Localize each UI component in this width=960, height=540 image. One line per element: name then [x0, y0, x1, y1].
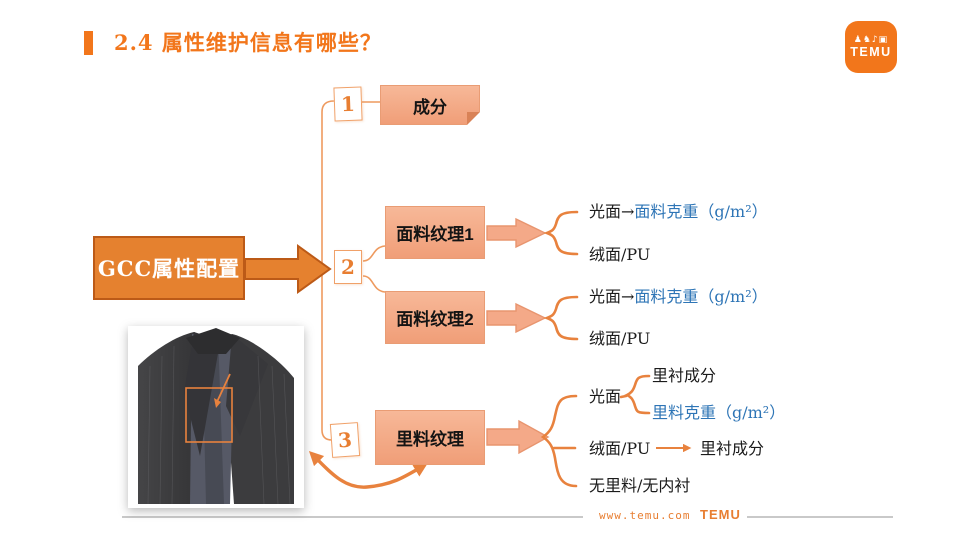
footer-brand: TEMU	[700, 507, 741, 522]
node-fabric-texture-2: 面料纹理2	[385, 291, 485, 344]
leaf-lining-composition-2: 里衬成分	[700, 439, 765, 458]
leaf-fabric1-suede: 绒面/PU	[589, 245, 651, 264]
title-accent-bar	[84, 31, 93, 55]
branch-number-1: 1	[333, 86, 363, 122]
leaf-text: 光面→	[589, 287, 635, 306]
leaf-fabric2-smooth: 光面→面料克重（g/m²）	[589, 288, 768, 306]
leaf-fabric2-suede: 绒面/PU	[589, 329, 651, 348]
temu-logo: ♟♞♪▣ TEMU	[845, 21, 897, 73]
suit-jacket-photo	[128, 326, 304, 508]
footer-divider-left	[122, 516, 583, 518]
leaf-lining-suede: 绒面/PU	[589, 439, 651, 458]
leaf-text: 光面→	[589, 202, 635, 221]
node-composition: 成分	[380, 85, 480, 125]
jacket-right-lapel	[226, 334, 268, 436]
leaf-lining-smooth: 光面	[589, 387, 622, 406]
leaf-lining-composition-1: 里衬成分	[652, 366, 717, 385]
jacket-reference-arrow	[308, 450, 428, 489]
leaf-no-lining: 无里料/无内衬	[589, 476, 691, 495]
jacket-left-lapel	[184, 332, 220, 456]
root-arrow	[244, 244, 332, 294]
leaf-lining-weight: 里料克重（g/m²）	[652, 403, 786, 422]
leaf-link-text: 面料克重（g/m²）	[634, 287, 768, 306]
root-node-gcc: GCC属性配置	[93, 236, 245, 300]
pinstripes	[147, 345, 291, 505]
braces	[540, 210, 651, 488]
lining-highlight-rect	[185, 387, 233, 443]
node-fabric-texture-1: 面料纹理1	[385, 206, 485, 259]
leaf-link-text: 面料克重（g/m²）	[634, 202, 768, 221]
footer-divider-right	[747, 516, 893, 518]
lining-pointer-arrow	[214, 373, 231, 408]
branch-number-2: 2	[334, 250, 362, 284]
jacket-collar	[186, 328, 240, 354]
branch-arrows	[486, 217, 550, 455]
branch-number-3: 3	[329, 422, 361, 458]
footer-url: www.temu.com	[599, 509, 691, 522]
logo-wordmark: TEMU	[850, 45, 892, 59]
logo-glyphs-icon: ♟♞♪▣	[853, 35, 889, 45]
node-lining-texture: 里料纹理	[375, 410, 485, 465]
page-title: 2.4 属性维护信息有哪些？	[114, 30, 382, 55]
leaf-fabric1-smooth: 光面→面料克重（g/m²）	[589, 203, 768, 221]
